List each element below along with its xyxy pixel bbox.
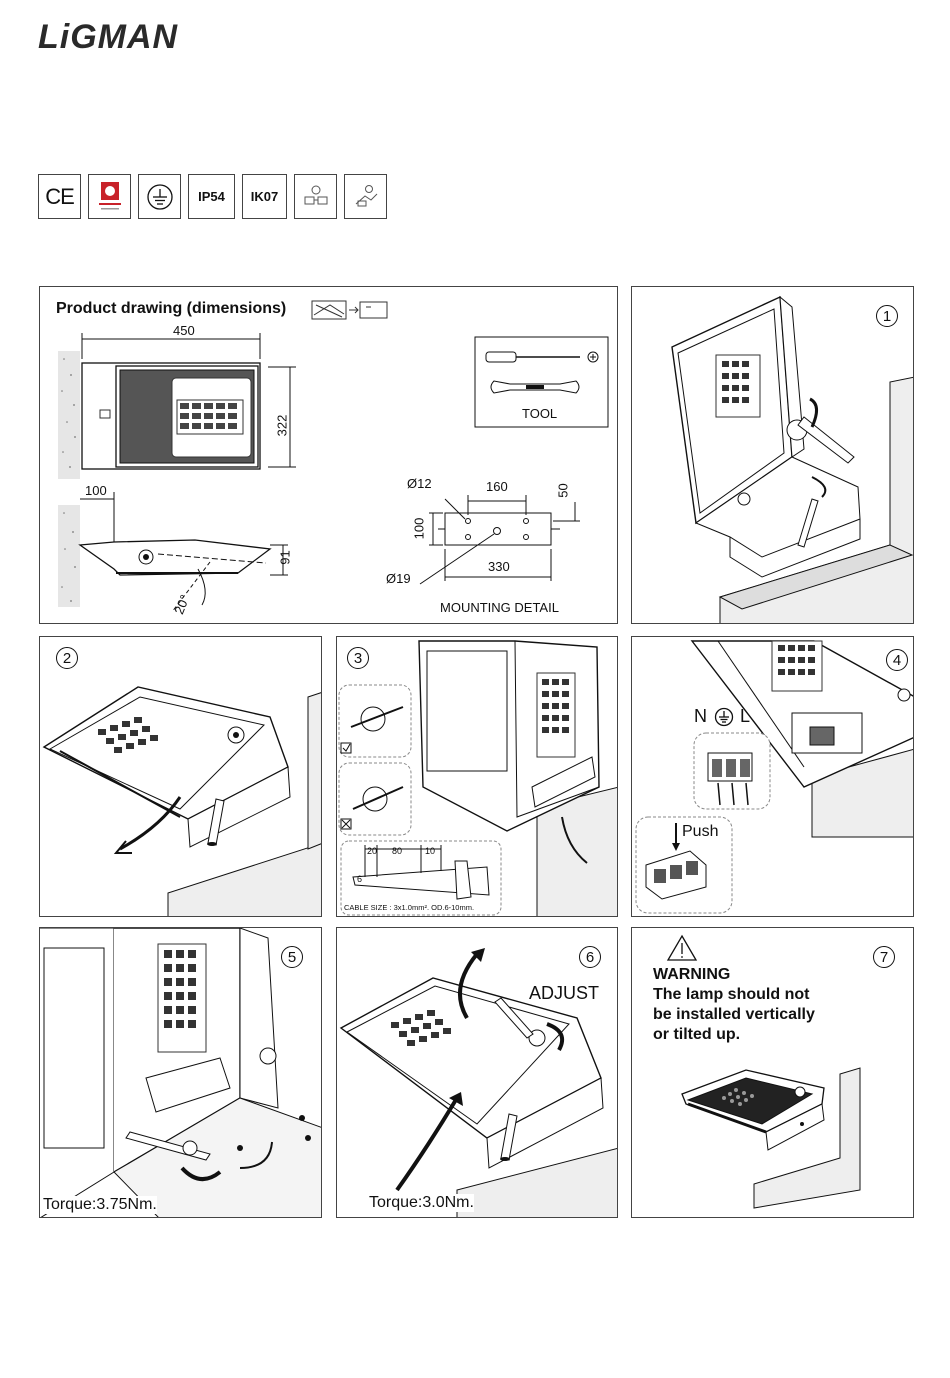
mount-hole-large: Ø19	[386, 571, 411, 586]
ground-class-icon	[138, 174, 181, 219]
product-drawing-svg	[40, 287, 618, 624]
terminal-l-label: L	[740, 706, 750, 727]
warning-title: WARNING	[653, 966, 730, 984]
mount-offset-right: 50	[556, 483, 571, 497]
step-4-illustration	[632, 637, 914, 917]
strip-20: 20	[367, 846, 377, 856]
step-1-illustration	[632, 287, 914, 624]
step-7-panel: 7 WARNING The lamp should not be install…	[631, 927, 914, 1218]
mount-spacing-top: 160	[486, 479, 508, 494]
ik-rating-badge: IK07	[242, 174, 287, 219]
product-drawing-panel: Product drawing (dimensions)	[39, 286, 618, 624]
warning-line-3: or tilted up.	[653, 1026, 740, 1044]
step-6-number: 6	[579, 946, 601, 968]
step-3-illustration	[337, 637, 618, 917]
dim-depth: 91	[278, 550, 293, 564]
mount-hole-small: Ø12	[407, 476, 432, 491]
recycling-icon	[294, 174, 337, 219]
step-6-torque: Torque:3.0Nm.	[369, 1194, 474, 1212]
step-1-number: 1	[876, 305, 898, 327]
disposal-icon	[344, 174, 387, 219]
step-4-panel: 4 N L Push	[631, 636, 914, 917]
strip-80: 80	[392, 846, 402, 856]
strip-6: 6	[357, 874, 362, 884]
step-2-number: 2	[56, 647, 78, 669]
step-5-illustration	[40, 928, 322, 1218]
mount-spacing-bottom: 330	[488, 559, 510, 574]
push-label: Push	[682, 823, 718, 841]
cable-size-note: CABLE SIZE : 3x1.0mm². OD.6-10mm.	[344, 903, 474, 912]
warning-line-2: be installed vertically	[653, 1006, 815, 1024]
quality-seal-icon	[88, 174, 131, 219]
step-7-number: 7	[873, 946, 895, 968]
step-5-torque: Torque:3.75Nm.	[43, 1196, 157, 1214]
strip-10: 10	[425, 846, 435, 856]
step-5-panel: 5 Torque:3.75Nm.	[39, 927, 322, 1218]
mounting-caption: MOUNTING DETAIL	[440, 600, 559, 615]
warning-line-1: The lamp should not	[653, 986, 809, 1004]
step-3-number: 3	[347, 647, 369, 669]
step-6-panel: 6 ADJUST Torque:3.0Nm.	[336, 927, 618, 1218]
mount-height: 100	[411, 518, 426, 540]
dim-width: 450	[173, 323, 195, 338]
step-3-panel: 3 20 80 10 6 CABLE SIZE : 3x1.0mm². OD.6…	[336, 636, 618, 917]
step-1-panel: 1	[631, 286, 914, 624]
step-5-number: 5	[281, 946, 303, 968]
step-2-illustration	[40, 637, 322, 917]
dim-offset: 100	[85, 483, 107, 498]
tool-label: TOOL	[522, 406, 557, 421]
step-6-illustration	[337, 928, 618, 1218]
adjust-label: ADJUST	[529, 983, 599, 1004]
ce-mark-icon: CE	[38, 174, 81, 219]
certification-row: CE IP54 IK07	[38, 174, 387, 219]
step-2-panel: 2	[39, 636, 322, 917]
ligman-logo: LiGMAN	[38, 18, 178, 57]
dim-height: 322	[274, 415, 289, 437]
terminal-n-label: N	[694, 706, 707, 727]
ip-rating-badge: IP54	[188, 174, 235, 219]
step-4-number: 4	[886, 649, 908, 671]
